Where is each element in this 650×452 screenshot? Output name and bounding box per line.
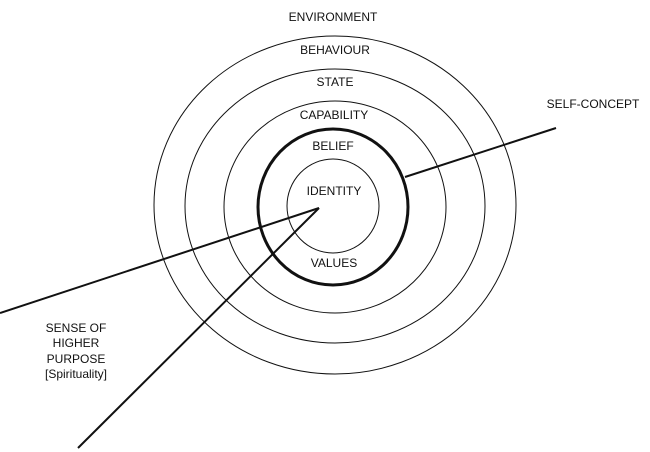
higher-purpose-line-upper bbox=[0, 207, 320, 314]
label-belief: BELIEF bbox=[312, 139, 354, 153]
ring-capability bbox=[223, 100, 447, 314]
label-environment: ENVIRONMENT bbox=[288, 10, 378, 24]
label-capability: CAPABILITY bbox=[299, 108, 369, 122]
ring-behaviour bbox=[153, 35, 517, 375]
ring-belief-values bbox=[256, 127, 410, 287]
label-self-concept: SELF-CONCEPT bbox=[546, 97, 640, 111]
label-higher-purpose-line1: SENSE OF bbox=[45, 321, 107, 335]
label-higher-purpose-line3: PURPOSE bbox=[46, 352, 106, 366]
higher-purpose-line-lower bbox=[77, 207, 320, 449]
self-concept-line bbox=[404, 127, 557, 178]
ring-state bbox=[184, 68, 486, 344]
label-state: STATE bbox=[316, 75, 354, 89]
label-higher-purpose-line2: HIGHER bbox=[52, 336, 100, 350]
label-behaviour: BEHAVIOUR bbox=[300, 43, 370, 57]
label-identity: IDENTITY bbox=[306, 184, 362, 198]
ring-identity bbox=[286, 158, 380, 254]
label-higher-purpose-line4: [Spirituality] bbox=[44, 367, 108, 381]
label-values: VALUES bbox=[310, 256, 358, 270]
